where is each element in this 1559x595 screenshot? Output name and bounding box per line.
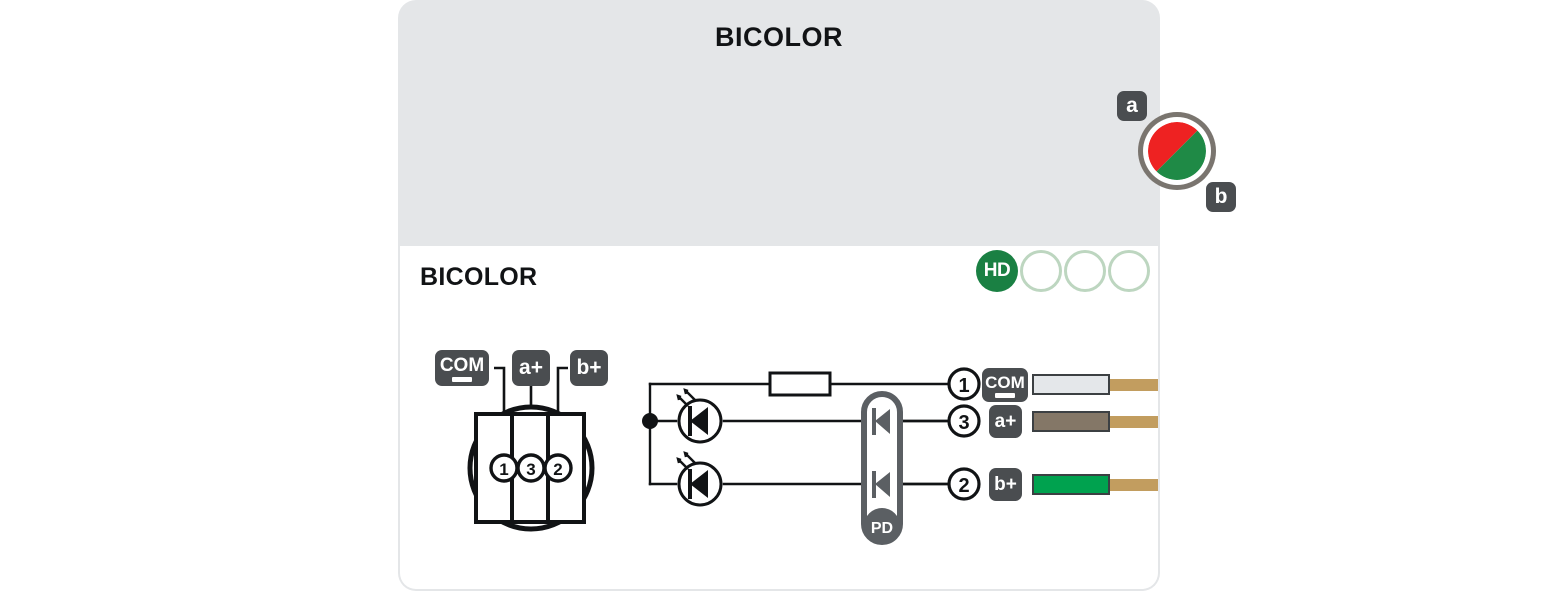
connector-label-b-plus: b+ — [570, 350, 608, 386]
pd-label-bubble — [864, 508, 900, 544]
led-emitter-b — [676, 451, 723, 507]
led-face — [1148, 122, 1206, 180]
wire-conductor-tip-b-plus — [1110, 478, 1158, 491]
hd-badge: HD — [976, 250, 1018, 292]
terminal-label-com-text: COM — [985, 373, 1025, 392]
led-half-green — [1148, 122, 1206, 180]
connector-body: 1 3 2 — [467, 404, 595, 532]
panel-title: BICOLOR — [420, 263, 538, 291]
terminal-label-a-plus: a+ — [989, 405, 1022, 438]
connector-label-com: COM — [435, 350, 489, 386]
terminal-label-b-plus: b+ — [989, 468, 1022, 501]
terminal-number-2: 2 — [958, 475, 969, 497]
led-emitter-a — [676, 388, 723, 444]
connector-label-a-plus: a+ — [512, 350, 550, 386]
wire-jacket-com — [1032, 374, 1110, 395]
bicolor-led-indicator — [1138, 112, 1216, 190]
connector-pin-number-1: 1 — [499, 460, 508, 479]
status-badge-row: HD — [976, 250, 1150, 292]
resistor — [768, 371, 832, 397]
terminal-numbers: 1 3 2 — [947, 367, 981, 501]
wire-swatch-b-plus — [1032, 474, 1158, 495]
wire-jacket-b-plus — [1032, 474, 1110, 495]
common-ground-bar — [452, 377, 472, 382]
terminal-number-3: 3 — [958, 412, 969, 434]
wire-jacket-a-plus — [1032, 411, 1110, 432]
terminal-common-ground-bar — [995, 393, 1015, 398]
top-preview-panel: BICOLOR a b — [398, 0, 1236, 246]
junction-dot — [642, 413, 658, 429]
connector-label-com-text: COM — [439, 355, 485, 376]
status-ring-placeholder-2 — [1064, 250, 1106, 292]
connector-pin-numbers: 1 3 2 — [489, 453, 573, 483]
wire-conductor-tip-com — [1110, 378, 1158, 391]
wiring-diagram: 1 3 2 — [467, 366, 981, 545]
connector-pin-number-2: 2 — [553, 460, 562, 479]
wire-swatch-a-plus — [1032, 411, 1158, 432]
status-ring-placeholder-3 — [1108, 250, 1150, 292]
pd-label: PD — [871, 520, 893, 537]
schematic-wires — [648, 382, 960, 486]
pd-diode-1 — [872, 408, 890, 435]
terminal-label-com: COM — [982, 368, 1028, 402]
wire-swatch-com — [1032, 374, 1158, 395]
led-face-svg — [1148, 122, 1206, 180]
status-ring-placeholder-1 — [1020, 250, 1062, 292]
top-panel-title: BICOLOR — [715, 22, 843, 52]
terminal-number-1: 1 — [958, 375, 969, 397]
connector-pin-number-3: 3 — [526, 460, 535, 479]
led-terminal-label-a: a — [1117, 91, 1147, 121]
led-terminal-label-b: b — [1206, 182, 1236, 212]
pd-protection-block: PD — [861, 391, 903, 545]
wire-conductor-tip-a-plus — [1110, 415, 1158, 428]
pd-diode-2 — [872, 471, 890, 498]
